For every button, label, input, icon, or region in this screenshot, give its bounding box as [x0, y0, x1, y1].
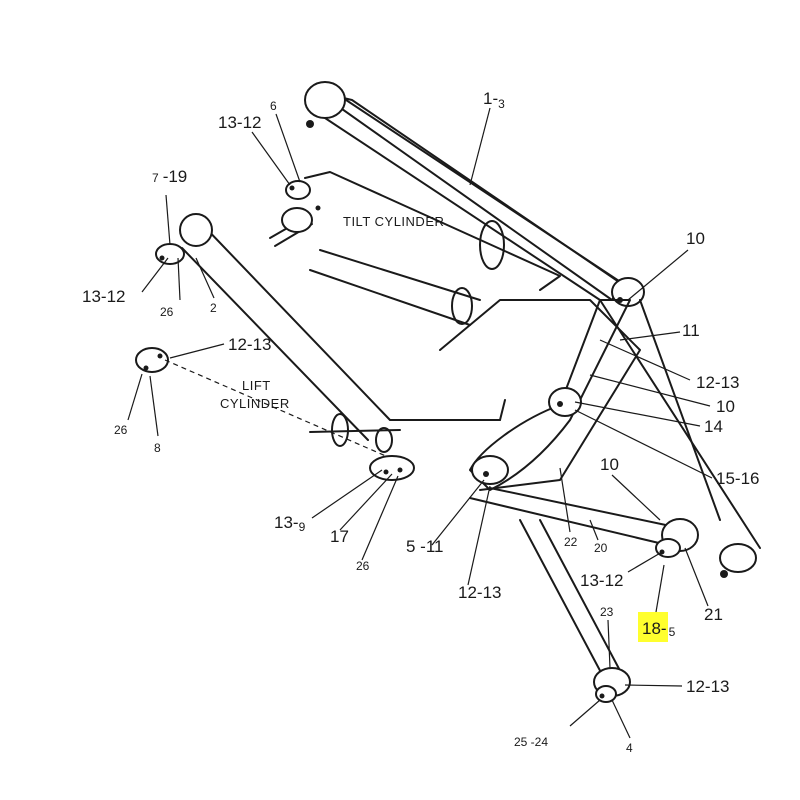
captions: TILT CYLINDER LIFT CYLINDER	[220, 214, 444, 411]
lift-caption-line1: LIFT	[242, 378, 271, 393]
lift-caption-line2: CYLINDER	[220, 396, 290, 411]
bell-crank	[469, 299, 631, 491]
callout-6: 6	[270, 99, 277, 113]
lift-cylinder	[135, 347, 415, 481]
callout-26-a: 26	[160, 305, 174, 319]
callout-21: 21	[704, 605, 723, 624]
callout-20: 20	[594, 541, 608, 555]
callout-12-13-bottom: 12-13	[686, 677, 729, 696]
callouts: 1-3 13-12 6 7-19 13-12 26 2 12-13 26 8 1…	[82, 89, 759, 755]
callout-26-b: 26	[114, 423, 128, 437]
leader-lines	[127, 107, 713, 739]
link-rods	[469, 299, 761, 703]
callout-22: 22	[564, 535, 578, 549]
callout-5-11: 5 -11	[406, 537, 444, 556]
tilt-cylinder	[269, 171, 561, 326]
callout-13-12-left: 13-12	[82, 287, 125, 306]
callout-15-16: 15-16	[716, 469, 759, 488]
callout-4: 4	[626, 741, 633, 755]
callout-14: 14	[704, 417, 723, 436]
callout-10-c: 10	[600, 455, 619, 474]
callout-12-13-mid: 12-13	[458, 583, 501, 602]
callout-13-12-top: 13-12	[218, 113, 261, 132]
callout-13-12-bottom: 13-12	[580, 571, 623, 590]
callout-10-a: 10	[686, 229, 705, 248]
tilt-arm	[304, 81, 645, 307]
callout-7-19: 7-19	[152, 167, 187, 186]
callout-23: 23	[600, 605, 614, 619]
callout-12-13-lift: 12-13	[228, 335, 271, 354]
callout-11-a: 11	[682, 321, 700, 340]
tilt-cylinder-caption: TILT CYLINDER	[343, 214, 444, 229]
callout-13-9: 13-9	[274, 513, 306, 534]
callout-25-24: 25 -24	[514, 735, 548, 749]
callout-12-13-right: 12-13	[696, 373, 739, 392]
callout-8: 8	[154, 441, 161, 455]
callout-1-3: 1-3	[483, 89, 505, 111]
callout-17: 17	[330, 527, 349, 546]
callout-26-c: 26	[356, 559, 370, 573]
callout-2: 2	[210, 301, 217, 315]
highlight-marker	[638, 612, 668, 642]
callout-10-b: 10	[716, 397, 735, 416]
callout-18-5: 18-5	[642, 619, 676, 639]
